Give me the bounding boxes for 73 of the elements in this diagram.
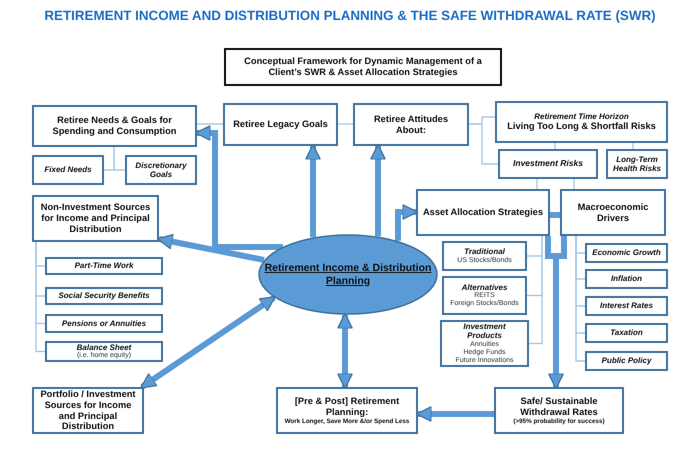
info-box: [276, 387, 418, 434]
box-label: Retiree Attitudes About:: [372, 114, 450, 136]
box-label: Long-Term Health Risks: [612, 154, 662, 174]
info-box: [125, 155, 197, 185]
info-box: [498, 149, 598, 179]
arrow: [304, 144, 322, 238]
box-label: Inflation: [610, 274, 642, 284]
info-box: [585, 269, 668, 289]
info-box: [224, 48, 502, 86]
box-label: Part-Time Work: [74, 261, 134, 271]
info-box: [223, 103, 338, 146]
info-box: [32, 387, 144, 434]
box-label: Conceptual Framework for Dynamic Management of a Client’s SWR & Asset Allocation Strategies: [243, 56, 483, 78]
info-box: [32, 195, 159, 242]
double-arrow: [140, 295, 276, 390]
connector-line: [113, 147, 125, 171]
connector-line: [529, 236, 543, 344]
box-label: Retirement Time Horizon: [534, 112, 629, 122]
box-label: Public Policy: [602, 356, 652, 366]
arrow: [156, 234, 265, 263]
arrow: [370, 144, 386, 236]
info-box: [442, 276, 527, 315]
box-label: Macroeconomic Drivers: [576, 202, 650, 224]
central-ellipse: [258, 234, 438, 315]
box-label: Taxation: [610, 328, 643, 338]
connector-line: [536, 179, 538, 189]
connector-line: [573, 179, 575, 189]
info-box: [45, 287, 163, 305]
box-label: Fixed Needs: [44, 165, 92, 175]
box-label: Alternatives: [462, 282, 508, 292]
box-label: Retiree Needs & Goals for Spending and Consumption: [52, 115, 178, 137]
info-box: [606, 149, 668, 179]
connector-line: [197, 123, 223, 125]
box-label: Investment Risks: [513, 159, 583, 169]
connector-line: [338, 123, 353, 125]
box-label: Pensions or Annuities: [62, 318, 146, 328]
info-box: [585, 296, 668, 316]
box-label: Retirement Income & Distribution Planning: [264, 262, 432, 287]
box-label: Retiree Legacy Goals: [233, 119, 328, 130]
box-label: Social Security Benefits: [58, 291, 150, 301]
box-label: Portfolio / Investment Sources for Income and Principal Distribution: [39, 389, 137, 432]
box-label: Discretionary Goals: [134, 160, 188, 180]
info-box: [353, 103, 469, 146]
connector-line: [469, 123, 498, 165]
info-box: [45, 257, 163, 275]
box-label: Balance Sheet: [76, 342, 132, 352]
connector-line: [575, 236, 585, 362]
info-box: [494, 387, 624, 434]
info-box: [560, 189, 666, 236]
box-label: Safe/ Sustainable Withdrawal Rates: [519, 396, 599, 418]
info-box: [32, 155, 104, 185]
box-label: Economic Growth: [592, 248, 661, 258]
box-label: [Pre & Post] Retirement Planning:: [294, 396, 400, 418]
box-label: Asset Allocation Strategies: [422, 207, 544, 218]
connector-line: [35, 242, 45, 352]
info-box: [585, 351, 668, 371]
box-label: Traditional: [464, 247, 505, 256]
info-box: [495, 101, 668, 143]
double-arrow: [336, 312, 354, 390]
info-box: [45, 341, 163, 362]
arrow: [395, 204, 418, 241]
box-label: Investment Products: [462, 322, 507, 340]
box-detail: Living Too Long & Shortfall Risks: [507, 121, 656, 132]
info-box: [585, 243, 668, 263]
info-box: [416, 189, 550, 236]
info-box: [585, 323, 668, 343]
info-box: [32, 105, 197, 147]
diagram-title: RETIREMENT INCOME AND DISTRIBUTION PLANNING & THE SAFE WITHDRAWAL RATE (SWR): [43, 8, 657, 23]
info-box: [440, 320, 529, 367]
info-box: [442, 241, 527, 271]
box-label: Non-Investment Sources for Income and Principal Distribution: [40, 202, 152, 235]
info-box: [45, 314, 163, 333]
box-label: Interest Rates: [600, 301, 653, 311]
